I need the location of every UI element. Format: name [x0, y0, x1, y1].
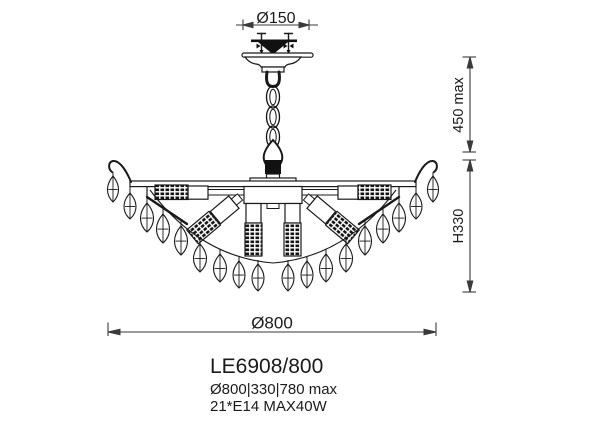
- finial: [265, 160, 281, 174]
- body-height-label: H330: [451, 209, 467, 244]
- end-curl-right: [414, 160, 438, 183]
- hub-tab: [266, 203, 280, 209]
- dimension-canopy-diameter: Ø150: [236, 10, 318, 30]
- lamp-arm-left: [207, 189, 245, 196]
- lamps: [154, 184, 392, 257]
- dimension-body-height: H330: [451, 159, 476, 293]
- lamp-holder-vertical: [284, 202, 301, 224]
- dim-arrow: [107, 328, 121, 336]
- canopy-body: [243, 56, 303, 68]
- candle-sleeve-vertical: [283, 222, 302, 257]
- dim-arrow: [298, 21, 311, 29]
- crystal-pendant: [139, 198, 155, 233]
- hanging-height-label: 450 max: [451, 76, 467, 132]
- hook-and-finial: [249, 138, 297, 184]
- title-block: LE6908/800 Ø800|330|780 max 21*E14 MAX40…: [210, 355, 338, 415]
- dimension-body-diameter: Ø800: [107, 314, 437, 336]
- lamp-holder-vertical: [245, 202, 262, 224]
- angled-lamp-left: [185, 193, 244, 245]
- candle-sleeve-horizontal: [357, 184, 392, 201]
- dim-arrow: [423, 328, 437, 336]
- dimension-hanging-height: 450 max: [451, 56, 476, 153]
- lamp-arm-right: [301, 189, 339, 196]
- crystal-pendant: [251, 260, 265, 292]
- spec-lamps: 21*E14 MAX40W: [210, 398, 328, 415]
- crystal-pendant: [173, 221, 189, 256]
- dim-arrow: [466, 140, 474, 153]
- candle-sleeve-horizontal: [154, 184, 189, 201]
- crystal-pendant: [391, 198, 407, 233]
- lamp-socket: [337, 185, 359, 200]
- canopy-loop: [265, 70, 281, 89]
- chain-link-inner: [269, 108, 277, 126]
- ceiling-mount: [241, 32, 314, 89]
- crystal-pendant: [212, 249, 228, 283]
- canopy-collar: [261, 66, 285, 73]
- dim-arrow: [466, 159, 474, 172]
- dim-arrow: [466, 280, 474, 293]
- crystal-pendant: [338, 239, 354, 273]
- crystal-pendant: [409, 187, 423, 220]
- garland-wire: [149, 189, 397, 264]
- chain-link-inner: [269, 88, 277, 106]
- crystal-pendant: [155, 209, 171, 244]
- dim-arrow: [466, 56, 474, 69]
- crystal-pendant: [106, 172, 120, 203]
- lamp-socket: [187, 185, 209, 200]
- crystal-pendant: [281, 260, 295, 292]
- angled-lamp-right: [302, 193, 361, 245]
- crystal-pendant: [426, 172, 440, 203]
- crystal-garland: [106, 172, 440, 292]
- dim-arrow: [241, 21, 254, 29]
- crystal-pendant: [123, 187, 137, 220]
- end-curl-left: [108, 160, 132, 183]
- center-hub: [243, 185, 303, 205]
- body-diameter-label: Ø800: [251, 314, 293, 333]
- crystal-pendant: [318, 249, 334, 283]
- mounting-bracket-bar: [251, 39, 297, 43]
- crystal-pendant: [232, 256, 246, 289]
- candle-sleeve-vertical: [244, 222, 263, 257]
- chain-link: [265, 85, 281, 109]
- chain: [265, 85, 281, 149]
- crystal-pendant: [375, 209, 391, 244]
- crystal-pendant: [300, 256, 314, 289]
- crystal-pendant: [357, 221, 373, 256]
- spec-size: Ø800|330|780 max: [210, 381, 338, 398]
- model-title: LE6908/800: [210, 355, 323, 378]
- garlands: [145, 186, 401, 264]
- canopy-diameter-label: Ø150: [256, 10, 295, 27]
- crystal-pendant: [192, 239, 208, 273]
- chain-link: [265, 105, 281, 129]
